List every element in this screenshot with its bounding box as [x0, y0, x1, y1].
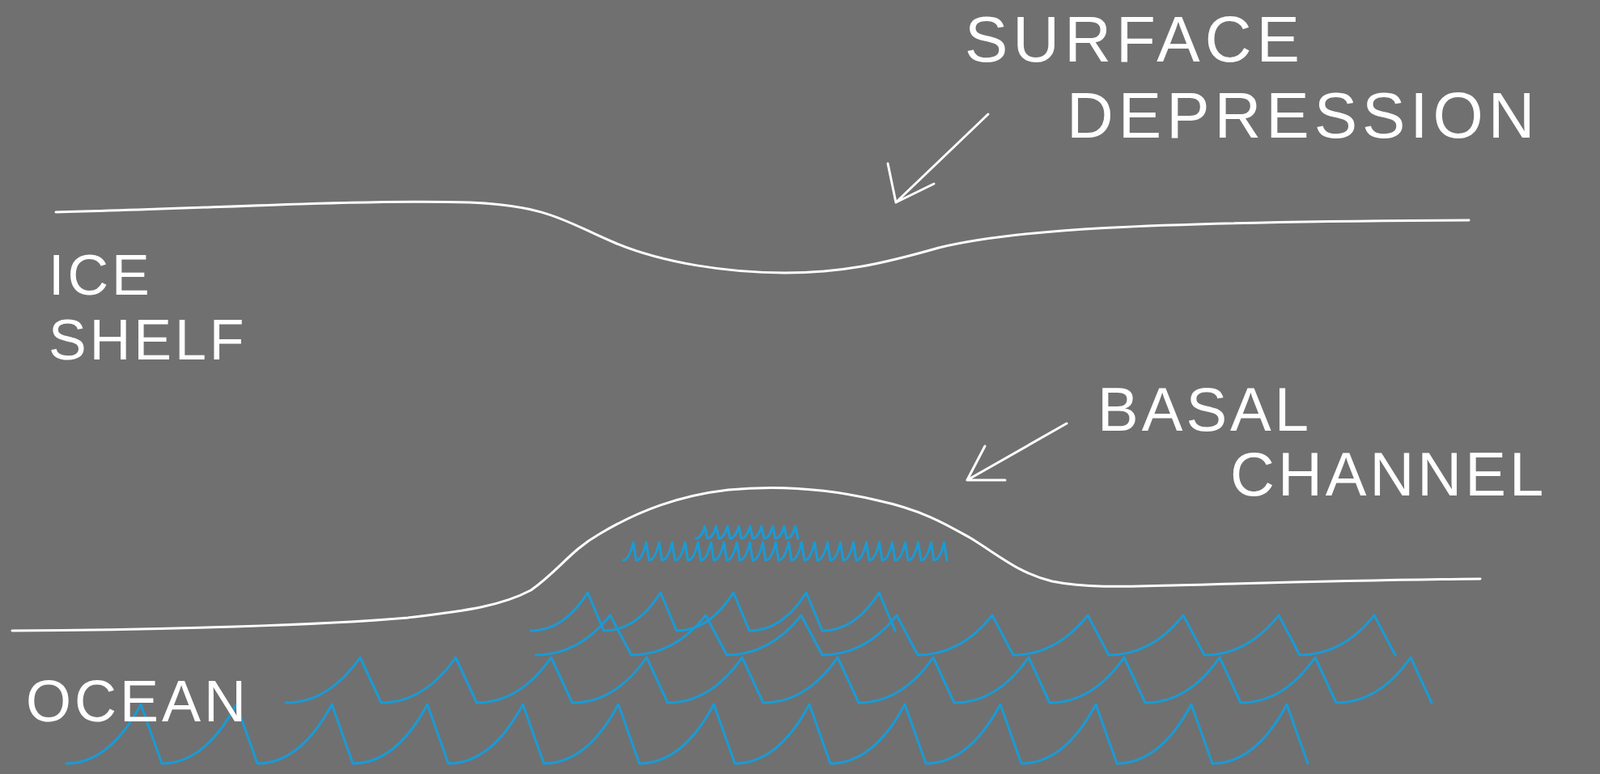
label-text: BASAL CHANNEL	[1097, 374, 1547, 509]
leader-arrow	[967, 423, 1067, 480]
leader-arrow	[887, 114, 989, 203]
label-text: ICE SHELF	[48, 243, 248, 372]
wave-line	[535, 615, 1396, 655]
ocean-waves	[66, 526, 1432, 764]
wave-line	[285, 657, 1432, 703]
ice-base-line	[12, 487, 1481, 631]
wave-line	[66, 704, 1308, 764]
wave-line	[530, 592, 896, 631]
label-block: SURFACE DEPRESSION	[964, 1, 1580, 154]
label-text: SURFACE DEPRESSION	[964, 3, 1541, 152]
ice-surface-line	[55, 201, 1469, 273]
wave-line	[623, 542, 947, 561]
label-text: OCEAN	[25, 668, 250, 734]
label-block: BASAL CHANNEL	[1097, 377, 1596, 507]
label-block: ICE SHELF	[48, 242, 292, 373]
label-block: OCEAN	[25, 668, 350, 734]
wave-line	[696, 526, 798, 539]
